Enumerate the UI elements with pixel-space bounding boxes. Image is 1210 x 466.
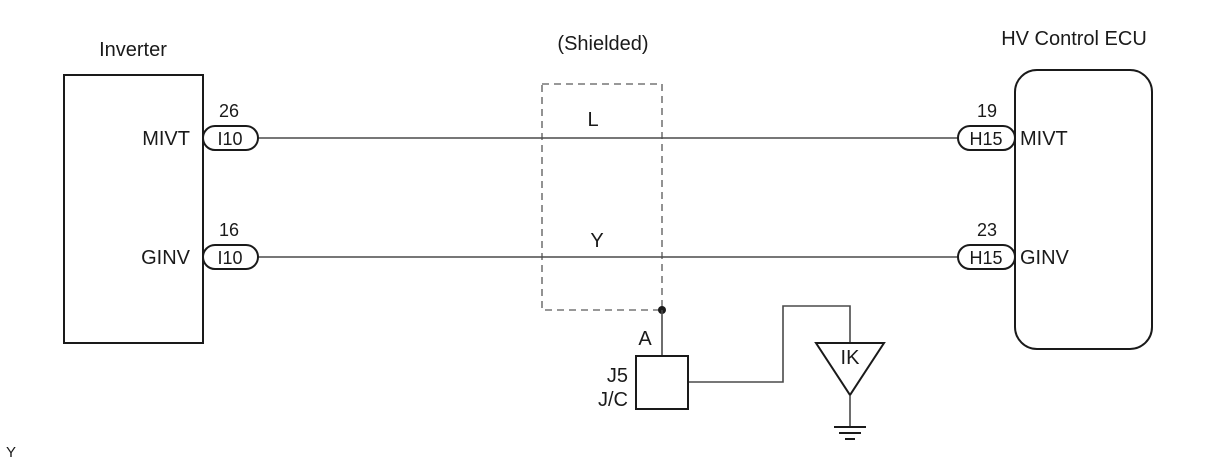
wire-color-code: L — [587, 109, 598, 131]
inverter-pin-number: 16 — [219, 220, 239, 240]
inverter-pin-number: 26 — [219, 101, 239, 121]
junction-id: J5 — [607, 365, 628, 387]
inverter-signal-name: GINV — [141, 247, 191, 269]
ecu-title: HV Control ECU — [1001, 28, 1147, 50]
ecu-box — [1014, 69, 1153, 350]
junction-type: J/C — [598, 389, 628, 411]
ground-icon — [834, 426, 866, 440]
shield-outline — [541, 83, 663, 311]
ecu-signal-name: GINV — [1020, 247, 1070, 269]
junction-terminal: A — [638, 328, 652, 350]
ground-point-triangle — [814, 342, 886, 397]
ecu-pin-number: 19 — [977, 101, 997, 121]
wire-mivt: L MIVT 26 I10 19 H15 MIVT — [142, 101, 1068, 151]
ecu-connector-badge — [957, 244, 1016, 270]
ecu-pin-number: 23 — [977, 220, 997, 240]
ground-point: IK — [814, 342, 886, 440]
inverter-connector-code: I10 — [217, 129, 242, 149]
ground-point-label: IK — [841, 347, 861, 369]
junction-connector: A J5 J/C — [598, 328, 689, 411]
inverter-connector-badge — [202, 244, 259, 270]
ecu-connector-code: H15 — [969, 248, 1002, 268]
wire-ginv: Y GINV 16 I10 23 H15 GINV — [141, 220, 1070, 270]
wire-color-code: Y — [590, 230, 603, 252]
inverter-signal-name: MIVT — [142, 128, 190, 150]
footnote: Y — [6, 444, 16, 461]
inverter-connector-code: I10 — [217, 248, 242, 268]
drain-to-ground-wire — [662, 305, 851, 383]
inverter-title: Inverter — [99, 39, 167, 61]
inverter-connector-badge — [202, 125, 259, 151]
junction-box — [635, 355, 689, 410]
shield-label: (Shielded) — [557, 33, 648, 55]
ecu-connector-code: H15 — [969, 129, 1002, 149]
inverter-box — [63, 74, 204, 344]
ecu-signal-name: MIVT — [1020, 128, 1068, 150]
ecu-connector-badge — [957, 125, 1016, 151]
